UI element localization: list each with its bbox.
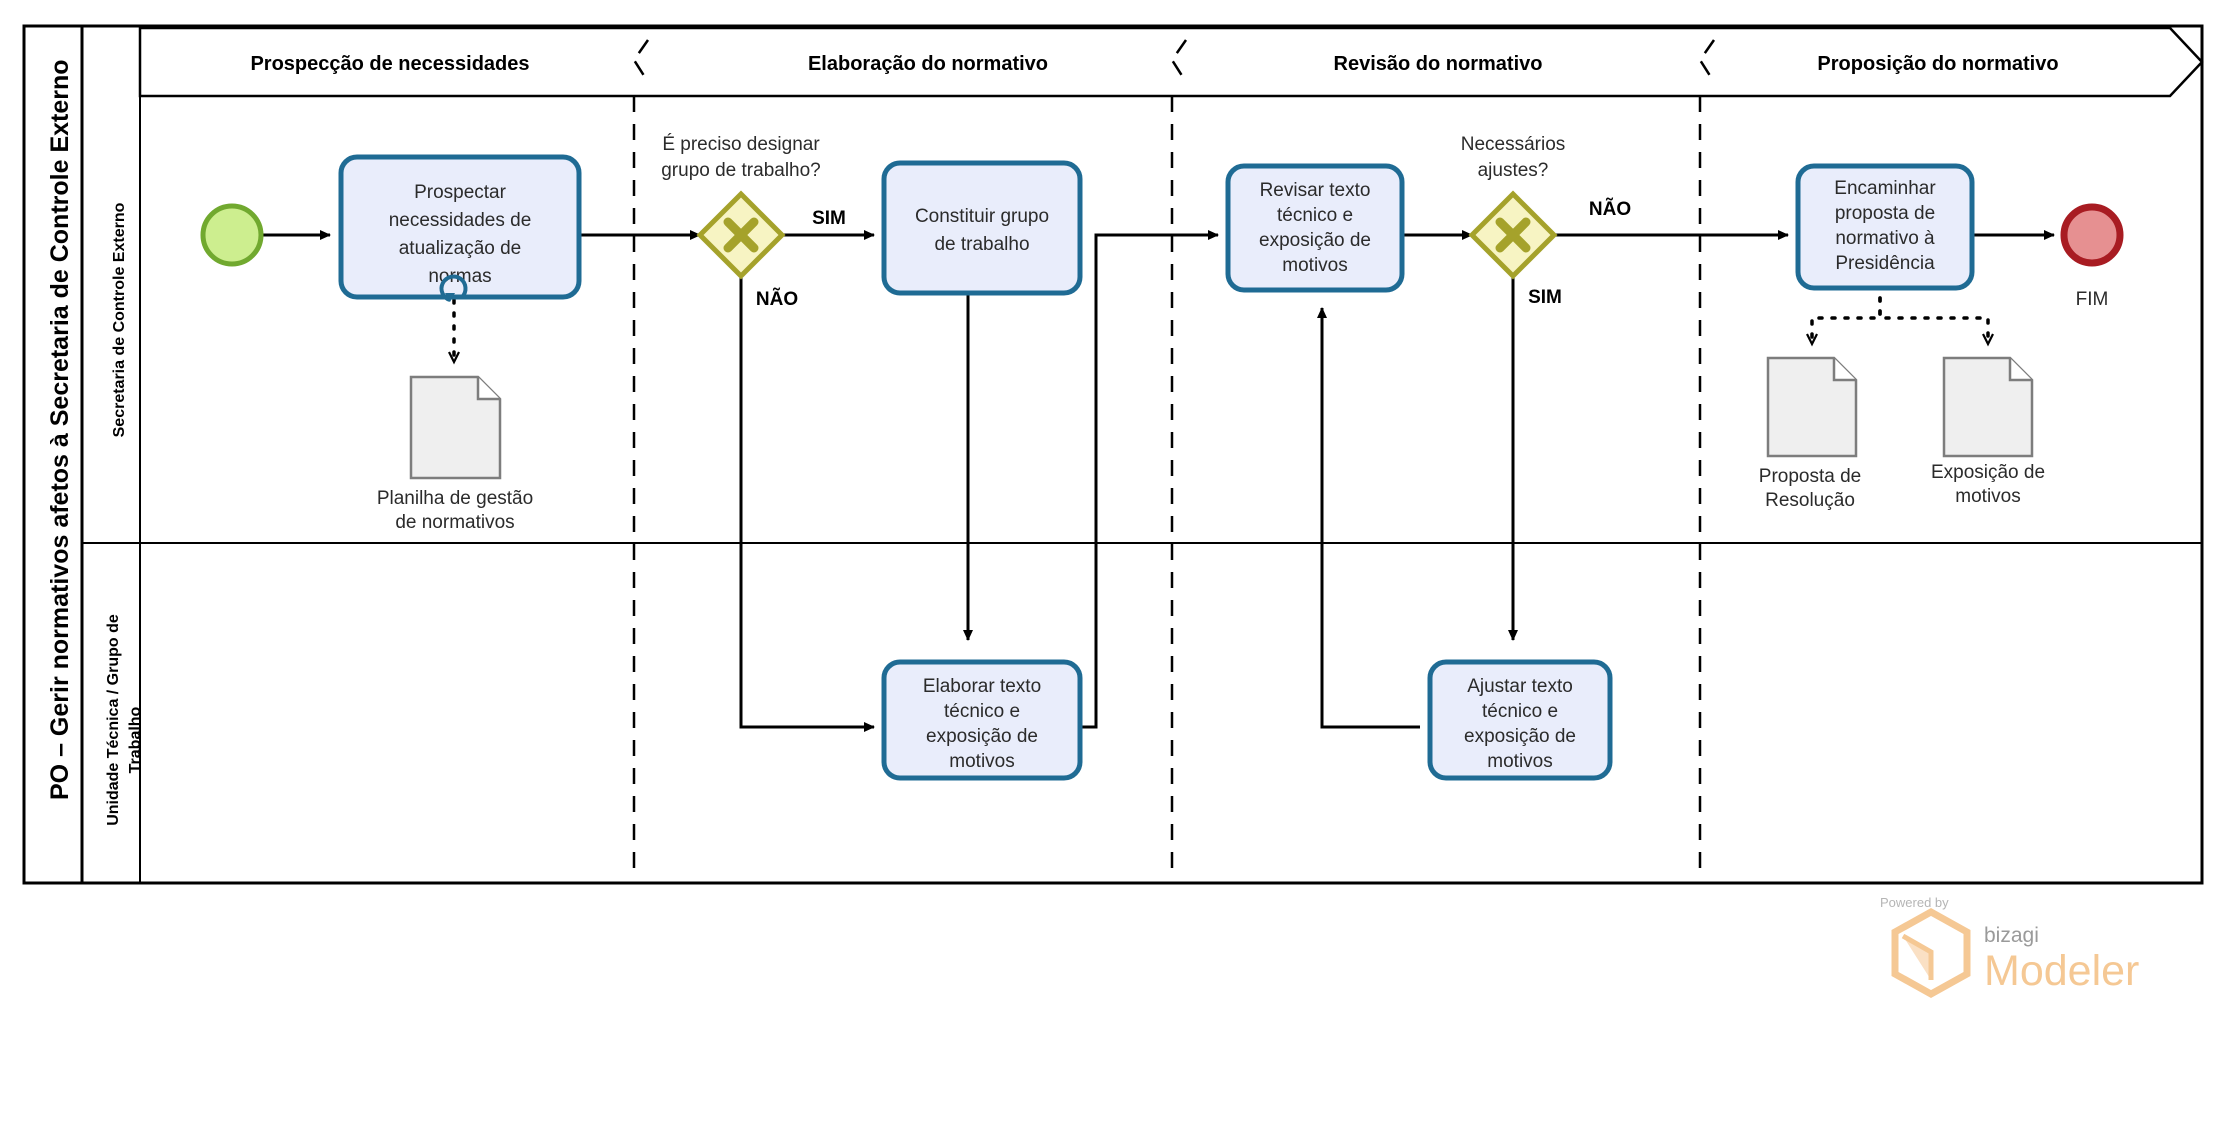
task-revisar-line4: motivos <box>1282 255 1347 276</box>
doc-planilha-line1: Planilha de gestão <box>377 488 533 509</box>
task-constituir-line1: Constituir grupo <box>915 206 1049 227</box>
phase-3-title: Revisão do normativo <box>1334 53 1543 75</box>
modeler-wordmark: Modeler <box>1984 947 2139 995</box>
powered-by-label: Powered by <box>1880 895 1949 910</box>
task-elaborar-line2: técnico e <box>944 701 1020 722</box>
loop-marker-icon <box>439 274 468 302</box>
doc-exposicao-line2: motivos <box>1955 486 2020 507</box>
task-constituir-grupo[interactable]: Constituir grupo de trabalho <box>881 160 1083 296</box>
flow-ajustar-to-revisar <box>1317 307 1420 729</box>
task-prospectar-line1: Prospectar <box>414 182 507 203</box>
task-ajustar-texto[interactable]: Ajustar texto técnico e exposição de mot… <box>1427 659 1613 781</box>
bizagi-wordmark: bizagi <box>1984 924 2039 947</box>
doc-proposta-line1: Proposta de <box>1759 466 1861 487</box>
sequence-flows <box>262 230 2055 732</box>
gateway-1-question-line1: É preciso designar <box>662 134 820 155</box>
start-event[interactable] <box>200 203 264 267</box>
gateway-2-label-sim: SIM <box>1528 287 1562 308</box>
phase-header-band <box>138 26 2204 98</box>
task-encaminhar-line4: Presidência <box>1835 253 1935 274</box>
lane-ut-label-1: Unidade Técnica / Grupo de <box>105 614 122 826</box>
doc-exposicao-line1: Exposição de <box>1931 462 2045 483</box>
task-elaborar-line4: motivos <box>949 751 1014 772</box>
task-encaminhar-line1: Encaminhar <box>1834 178 1936 199</box>
task-elaborar-line1: Elaborar texto <box>923 676 1041 697</box>
associations <box>448 283 1994 365</box>
gateway-1-label-nao: NÃO <box>756 288 798 310</box>
bizagi-hex-icon <box>1891 907 1971 999</box>
end-event-label: FIM <box>2076 289 2109 310</box>
exclusive-gateway-x-icon-2 <box>1495 217 1531 253</box>
task-encaminhar-line2: proposta de <box>1835 203 1935 224</box>
gateway-2-label-nao: NÃO <box>1589 198 1631 220</box>
task-revisar-texto[interactable]: Revisar texto técnico e exposição de mot… <box>1225 163 1405 293</box>
task-revisar-line2: técnico e <box>1277 205 1353 226</box>
gateway-2-question-line2: ajustes? <box>1478 160 1549 181</box>
gateway-necessarios-ajustes[interactable]: Necessários ajustes? NÃO SIM <box>1461 134 1631 308</box>
task-prospectar[interactable]: Prospectar necessidades de atualização d… <box>338 154 582 302</box>
task-encaminhar[interactable]: Encaminhar proposta de normativo à Presi… <box>1795 163 1975 291</box>
task-ajustar-line1: Ajustar texto <box>1467 676 1573 697</box>
flow-gw1-nao-to-elaborar <box>739 276 875 732</box>
phase-separators <box>632 39 1716 880</box>
phase-1-title: Prospecção de necessidades <box>250 53 529 75</box>
bizagi-branding: Powered by bizagi Modeler <box>1880 895 2139 999</box>
pool-title: PO – Gerir normativos afetos à Secretari… <box>46 59 74 800</box>
end-event[interactable]: FIM <box>2060 203 2124 310</box>
lane-ut-label-2: Trabalho <box>127 706 144 773</box>
phase-2-title: Elaboração do normativo <box>808 53 1048 75</box>
phase-titles: Prospecção de necessidades Elaboração do… <box>250 53 2058 75</box>
gateway-1-label-sim: SIM <box>812 208 846 229</box>
task-constituir-line2: de trabalho <box>934 234 1029 255</box>
doc-proposta[interactable]: Proposta de Resolução <box>1759 356 1861 511</box>
gateway-2-question-line1: Necessários <box>1461 134 1566 155</box>
task-elaborar-line3: exposição de <box>926 726 1038 747</box>
assoc-encaminhar-to-exposicao <box>1878 283 1994 347</box>
doc-proposta-line2: Resolução <box>1765 490 1855 511</box>
task-ajustar-line2: técnico e <box>1482 701 1558 722</box>
phase-4-title: Proposição do normativo <box>1817 53 2058 75</box>
lane-sce-label: Secretaria de Controle Externo <box>111 202 128 437</box>
task-elaborar-texto[interactable]: Elaborar texto técnico e exposição de mo… <box>881 659 1083 781</box>
pool-title-label: PO – Gerir normativos afetos à Secretari… <box>46 59 74 800</box>
doc-planilha[interactable]: Planilha de gestão de normativos <box>377 375 533 533</box>
task-prospectar-line2: necessidades de <box>389 210 532 231</box>
task-revisar-line1: Revisar texto <box>1260 180 1371 201</box>
task-prospectar-line3: atualização de <box>399 238 522 259</box>
task-encaminhar-line3: normativo à <box>1835 228 1935 249</box>
pool-frame <box>22 24 2204 885</box>
gateway-1-question-line2: grupo de trabalho? <box>661 160 821 181</box>
task-revisar-line3: exposição de <box>1259 230 1371 251</box>
task-ajustar-line3: exposição de <box>1464 726 1576 747</box>
doc-planilha-line2: de normativos <box>395 512 514 533</box>
doc-exposicao[interactable]: Exposição de motivos <box>1931 356 2045 507</box>
task-ajustar-line4: motivos <box>1487 751 1552 772</box>
exclusive-gateway-x-icon <box>723 217 759 253</box>
gateway-designar-grupo[interactable]: É preciso designar grupo de trabalho? SI… <box>661 134 846 310</box>
lane-ut: Unidade Técnica / Grupo de Trabalho <box>81 542 2203 884</box>
